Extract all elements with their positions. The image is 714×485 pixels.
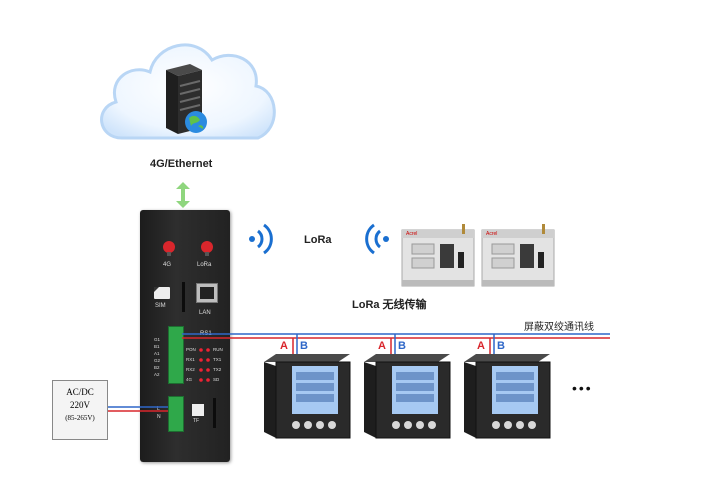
led-label: TX2 [213, 367, 222, 372]
terminal-label: G2 [154, 358, 161, 363]
terminal-label: A2 [154, 372, 160, 377]
power-box-line3: (85-265V) [65, 414, 95, 422]
terminal-label: B2 [154, 365, 160, 370]
more-ellipsis: ••• [572, 380, 593, 396]
led-label: RX2 [186, 367, 195, 372]
lora-module [400, 222, 480, 290]
tf-label: TF [193, 418, 200, 424]
antenna-4g-label: 4G [163, 262, 172, 268]
lora-module-brand: Acrel [486, 231, 498, 237]
meter-terminal-b: B [300, 340, 308, 352]
terminal-labels: G1 B1 A1 G2 B2 A2 [154, 336, 166, 378]
led-label: RUN [213, 347, 223, 352]
terminal-label: G1 [154, 337, 161, 342]
led-panel: PON RX1 RX2 4G RUN TX1 TX2 SD [186, 346, 230, 386]
meter-terminal-a: A [378, 340, 386, 352]
terminal-label: A1 [154, 351, 160, 356]
power-terminal-label: L [157, 406, 160, 412]
led-label: 4G [186, 377, 193, 382]
lora-module [480, 222, 560, 290]
power-box-line1: AC/DC [66, 387, 94, 397]
comm-terminal-block [168, 326, 184, 384]
lan-port [196, 283, 218, 303]
led-label: SD [213, 377, 220, 382]
tf-card-slot [213, 398, 216, 428]
antenna-4g-icon [162, 240, 176, 256]
meter-terminal-b: B [497, 340, 505, 352]
terminal-label: B1 [154, 344, 160, 349]
antenna-lora-label: LoRa [197, 262, 212, 268]
lora-label: LoRa [304, 234, 332, 246]
meter-terminal-a: A [477, 340, 485, 352]
sim-label: SIM [155, 303, 166, 309]
lora-wave-in-icon [362, 220, 390, 258]
meter-terminal-b: B [398, 340, 406, 352]
power-terminal-label: N [157, 414, 161, 420]
led-label: RX1 [186, 357, 195, 362]
sim-slot [152, 285, 174, 313]
lora-module-brand: Acrel [406, 231, 418, 237]
led-label: PON [186, 347, 196, 352]
lan-label: LAN [199, 310, 211, 316]
power-terminal-labels: L N [157, 406, 167, 422]
cable-label: 屏蔽双绞通讯线 [524, 322, 594, 333]
tf-slot [192, 404, 204, 416]
server-icon [158, 64, 210, 136]
power-meter [262, 352, 354, 440]
power-terminal-block [168, 396, 184, 432]
card-slot [182, 282, 185, 312]
double-arrow-icon [176, 182, 190, 208]
power-meter [362, 352, 454, 440]
led-label: TX1 [213, 357, 222, 362]
antenna-lora-icon [200, 240, 214, 256]
power-meter [462, 352, 554, 440]
meter-terminal-a: A [280, 340, 288, 352]
lora-wave-out-icon [248, 220, 276, 258]
power-box: AC/DC 220V (85-265V) [52, 380, 108, 440]
cloud-label: 4G/Ethernet [150, 158, 213, 170]
power-box-line2: 220V [70, 400, 90, 410]
lora-transmission-label: LoRa 无线传输 [352, 299, 427, 311]
